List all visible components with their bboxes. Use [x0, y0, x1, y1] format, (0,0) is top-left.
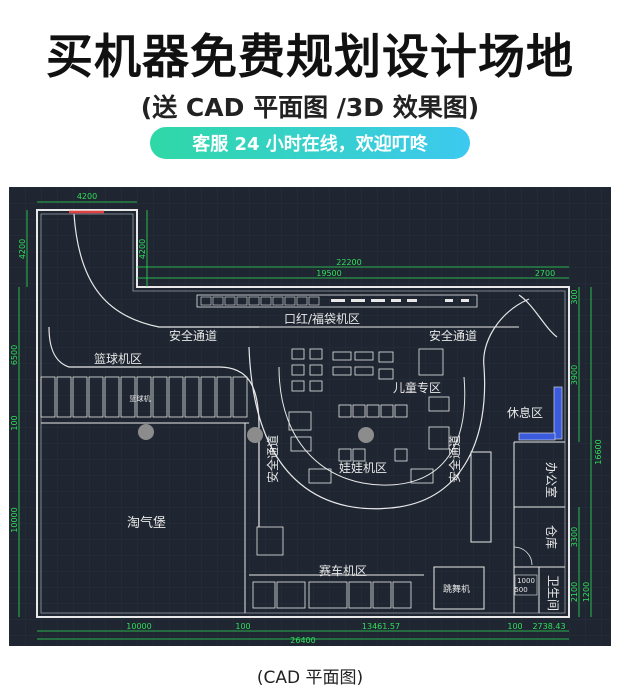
dimension-labels: 4200 4200 4200 22200 19500 2700 6500 100… [10, 192, 603, 645]
dim-2700: 2700 [535, 269, 555, 278]
zone-toilet: 卫生间 [546, 575, 560, 611]
safety-right-vertical: 安全通道 [447, 435, 462, 483]
dim-bottom-13461: 13461.57 [362, 622, 400, 631]
rest-area-sofa [518, 386, 563, 441]
corridor-right-curve [518, 294, 558, 338]
dim-inner-4200: 4200 [138, 239, 147, 259]
dim-right-1200: 1200 [582, 582, 591, 602]
page-title: 买机器免费规划设计场地 [46, 30, 574, 85]
lipstick-row [196, 294, 478, 308]
service-badge: 客服 24 小时在线，欢迎叮咚 [150, 127, 470, 159]
right-rooms [470, 441, 565, 613]
caption: (CAD 平面图) [256, 668, 364, 688]
zone-office: 办公室 [544, 462, 559, 498]
zone-lipstick: 口红/福袋机区 [284, 311, 360, 326]
dim-right-3900: 3900 [570, 365, 579, 385]
lipstick-machines [200, 296, 320, 306]
dim-bottom-100b: 100 [507, 622, 522, 631]
cad-floor-plan: 篮球机 [9, 187, 611, 646]
zone-labels: 篮球机区 口红/福袋机区 安全通道 安全通道 儿童专区 休息区 娃娃机区 安全通… [94, 311, 543, 595]
doll-machines [288, 404, 450, 484]
pillar-3 [358, 427, 374, 443]
dim-bottom-2738: 2738.43 [532, 622, 565, 631]
pillar-2 [247, 427, 263, 443]
dim-left-4200: 4200 [18, 239, 27, 259]
door-arc-storage [513, 546, 533, 566]
outer-wall [36, 209, 570, 618]
safety-top-left: 安全通道 [169, 328, 217, 343]
corridor-left-curve [73, 213, 259, 328]
zone-basketball: 篮球机区 [94, 351, 142, 366]
vertical-room-labels: 办公室 仓库 卫生间 [544, 462, 560, 611]
zone-storage: 仓库 [544, 525, 559, 549]
dim-top-4200: 4200 [77, 192, 97, 201]
dim-left-100: 100 [10, 415, 19, 430]
dim-bottom-26400: 26400 [290, 636, 315, 645]
dim-right-16600: 16600 [594, 439, 603, 464]
dance-machine-box [433, 566, 485, 610]
safety-left-vertical: 安全通道 [265, 435, 280, 483]
dim-left-10000: 10000 [10, 507, 19, 532]
dim-bottom-10000: 10000 [126, 622, 151, 631]
basketball-machines [40, 376, 248, 418]
dim-22200: 22200 [336, 258, 361, 267]
cad-grid [9, 187, 611, 646]
dim-right-2100: 2100 [570, 582, 579, 602]
dim-right-3300: 3300 [570, 527, 579, 547]
corridor-loop [248, 298, 530, 510]
zone-racing: 赛车机区 [319, 563, 367, 578]
outer-wall-inner [40, 213, 566, 614]
dim-left-6500: 6500 [10, 345, 19, 365]
dim-right-300: 300 [570, 289, 579, 304]
door-500: 500 [514, 586, 527, 594]
lipstick-bars [331, 299, 469, 302]
corridor-left-curve-2 [48, 326, 260, 527]
zone-doll: 娃娃机区 [339, 461, 387, 475]
dim-19500: 19500 [316, 269, 341, 278]
dimension-lines [18, 201, 592, 640]
zone-dance: 跳舞机 [443, 583, 470, 595]
basketball-machine-label: 篮球机 [130, 394, 151, 403]
pillar-1 [138, 424, 154, 440]
door-1000: 1000 [517, 577, 535, 585]
page-subtitle: (送 CAD 平面图 /3D 效果图) [140, 93, 480, 122]
door-labels: 1000 500 [514, 574, 538, 596]
dim-bottom-100: 100 [235, 622, 250, 631]
safety-top-right: 安全通道 [429, 328, 477, 343]
racing-machines [252, 581, 412, 609]
zone-rest: 休息区 [507, 405, 543, 420]
naughty-box [256, 526, 284, 556]
zone-naughty: 淘气堡 [127, 515, 166, 531]
zone-kids: 儿童专区 [393, 380, 441, 395]
doll-zone-arc [278, 366, 466, 486]
kids-zone-machines [291, 348, 450, 412]
